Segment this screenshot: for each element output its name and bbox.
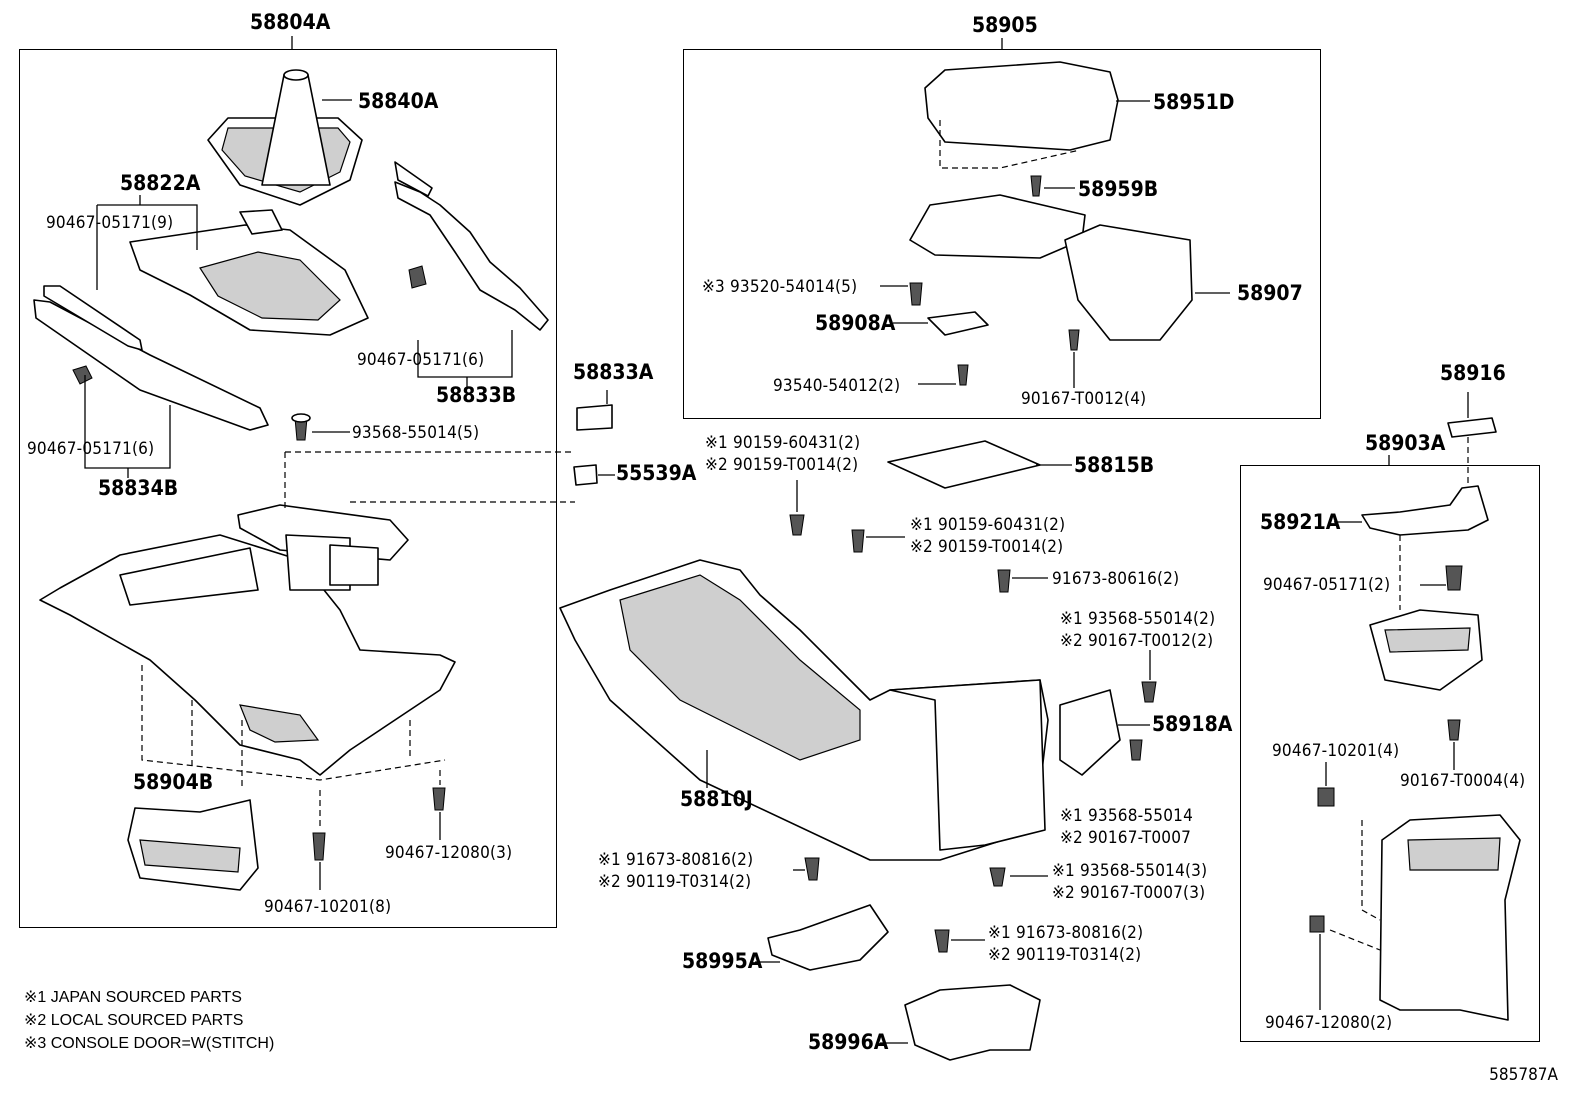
part-90467-12080-3: 90467-12080(3) xyxy=(385,843,513,863)
part-58918a: 58918A xyxy=(1152,712,1233,736)
part-58959b: 58959B xyxy=(1078,177,1159,201)
group-label-right: 58903A xyxy=(1365,431,1446,455)
part-55539a: 55539A xyxy=(616,461,697,485)
part-93568-55014-3: ※1 93568-55014(3) xyxy=(1052,861,1208,881)
part-58822a: 58822A xyxy=(120,171,201,195)
part-90159-60431-a: ※1 90159-60431(2) xyxy=(705,433,861,453)
right-group-box xyxy=(1240,465,1540,1042)
left-garnish-art xyxy=(33,285,269,431)
part-90159-60431-b: ※1 90159-60431(2) xyxy=(910,515,1066,535)
part-58833a: 58833A xyxy=(573,360,654,384)
part-58908a: 58908A xyxy=(815,311,896,335)
part-90467-05171-6a: 90467-05171(6) xyxy=(357,350,485,370)
group-label-left: 58804A xyxy=(250,10,331,34)
shift-bezel-art xyxy=(129,209,369,336)
part-58815b: 58815B xyxy=(1074,453,1155,477)
part-90467-12080-2: 90467-12080(2) xyxy=(1265,1013,1393,1033)
legend: ※1 JAPAN SOURCED PARTS ※2 LOCAL SOURCED … xyxy=(24,986,274,1055)
left-group-box xyxy=(19,49,557,928)
part-58810j: 58810J xyxy=(680,787,753,811)
part-90167-t0007-3: ※2 90167-T0007(3) xyxy=(1052,883,1206,903)
group-label-top: 58905 xyxy=(972,13,1038,37)
part-90119-t0314-b: ※2 90119-T0314(2) xyxy=(988,945,1142,965)
part-58907: 58907 xyxy=(1237,281,1303,305)
part-91673-80816-b: ※1 91673-80816(2) xyxy=(988,923,1144,943)
part-58996a: 58996A xyxy=(808,1030,889,1054)
part-90167-t0012-2: ※2 90167-T0012(2) xyxy=(1060,631,1214,651)
tray-mat-art xyxy=(127,799,259,891)
part-91673-80616-2: 91673-80616(2) xyxy=(1052,569,1180,589)
legend-note-2: ※2 LOCAL SOURCED PARTS xyxy=(24,1012,244,1029)
shift-boot-art xyxy=(207,69,363,206)
top-group-box xyxy=(683,49,1321,419)
part-90467-05171-9: 90467-05171(9) xyxy=(46,213,174,233)
part-58916: 58916 xyxy=(1440,361,1506,385)
part-93568-55014-2: ※1 93568-55014(2) xyxy=(1060,609,1216,629)
right-box-art xyxy=(1309,485,1521,1021)
part-58834b: 58834B xyxy=(98,476,179,500)
part-90167-t0007: ※2 90167-T0007 xyxy=(1060,828,1192,848)
part-90159-t0014-a: ※2 90159-T0014(2) xyxy=(705,455,859,475)
part-93540-54012-2: 93540-54012(2) xyxy=(773,376,901,396)
armrest-art xyxy=(909,61,1193,341)
part-90467-05171-2: 90467-05171(2) xyxy=(1263,575,1391,595)
part-90467-10201-4: 90467-10201(4) xyxy=(1272,741,1400,761)
legend-note-3: ※3 CONSOLE DOOR=W(STITCH) xyxy=(24,1035,275,1052)
part-93568-55014-5: 93568-55014(5) xyxy=(352,423,480,443)
part-90119-t0314-a: ※2 90119-T0314(2) xyxy=(598,872,752,892)
part-58951d: 58951D xyxy=(1153,90,1235,114)
part-90167-t0004-4: 90167-T0004(4) xyxy=(1400,771,1526,791)
part-90159-t0014-b: ※2 90159-T0014(2) xyxy=(910,537,1064,557)
right-garnish-art xyxy=(394,161,549,331)
part-58840a: 58840A xyxy=(358,89,439,113)
part-58904b: 58904B xyxy=(133,770,214,794)
main-console-art xyxy=(559,559,1049,861)
legend-note-1: ※1 JAPAN SOURCED PARTS xyxy=(24,989,242,1006)
part-90467-05171-6b: 90467-05171(6) xyxy=(27,439,155,459)
part-90167-t0012-4: 90167-T0012(4) xyxy=(1021,389,1147,409)
part-93520-54014-5: ※3 93520-54014(5) xyxy=(702,277,858,297)
part-58833b: 58833B xyxy=(436,383,517,407)
part-58921a: 58921A xyxy=(1260,510,1341,534)
lower-console-art xyxy=(39,504,456,776)
part-93568-55014: ※1 93568-55014 xyxy=(1060,806,1194,826)
part-90467-10201-8: 90467-10201(8) xyxy=(264,897,392,917)
part-58995a: 58995A xyxy=(682,949,763,973)
figure-number: 585787A xyxy=(1489,1065,1558,1085)
part-91673-80816-a: ※1 91673-80816(2) xyxy=(598,850,754,870)
